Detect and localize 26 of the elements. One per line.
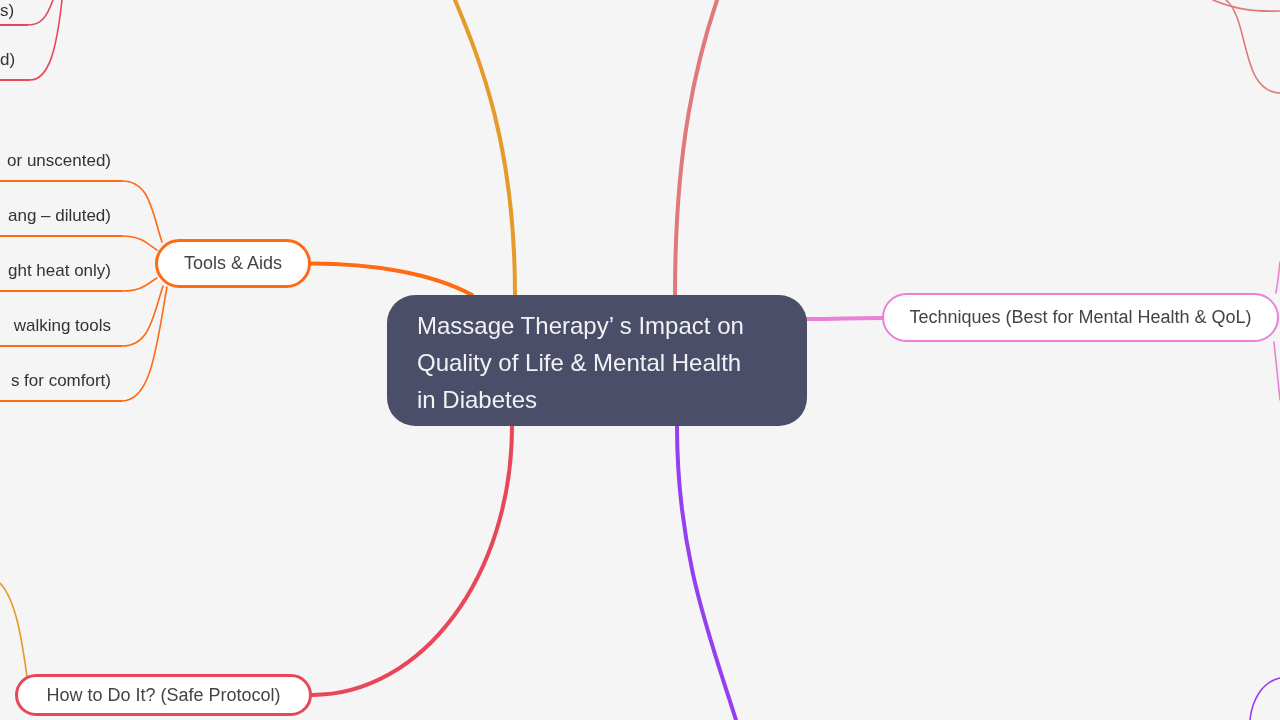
- subtopic-label: s for comfort): [0, 370, 122, 402]
- subtopic-label: d): [0, 49, 30, 81]
- topic-box: Tools & Aids: [155, 239, 311, 288]
- branch-line: [121, 285, 164, 347]
- branch-line: [453, 0, 517, 297]
- subtopic-label: or unscented): [0, 150, 122, 182]
- central-topic-box: Massage Therapy’ s Impact on Quality of Life & Mental Health in Diabetes: [387, 295, 807, 426]
- subtopic-label: ght heat only): [0, 260, 122, 292]
- branch-line: [121, 180, 163, 243]
- branch-line: [121, 235, 158, 251]
- branch-line: [675, 424, 738, 720]
- branch-line: [310, 424, 514, 697]
- topic-box: How to Do It? (Safe Protocol): [15, 674, 312, 716]
- subtopic-label: ang – diluted): [0, 205, 122, 237]
- branch-line: [673, 0, 719, 297]
- branch-line: [309, 261, 474, 297]
- branch-line: [805, 316, 884, 321]
- branch-line: [27, 0, 54, 26]
- branch-line: [1275, 261, 1280, 294]
- branch-line: [121, 286, 168, 402]
- topic-box: Techniques (Best for Mental Health & QoL): [882, 293, 1279, 342]
- subtopic-label: s): [0, 0, 28, 26]
- branch-line: [1273, 341, 1280, 401]
- branch-line: [29, 0, 63, 81]
- branch-line: [121, 277, 158, 292]
- subtopic-label: walking tools: [0, 315, 122, 347]
